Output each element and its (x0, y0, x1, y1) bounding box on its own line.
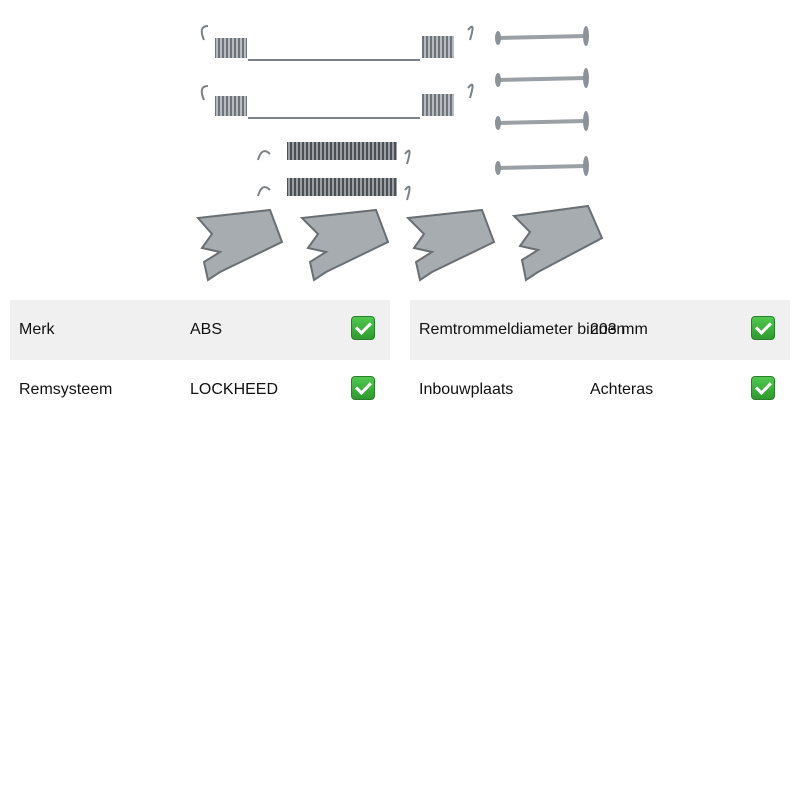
spec-row-remtrommeldiameter: Remtrommeldiameter binnen 203 mm (410, 300, 790, 360)
spec-label: Inbouwplaats (419, 381, 514, 398)
spec-row-remsysteem: Remsysteem LOCKHEED (10, 360, 390, 420)
product-image (190, 10, 610, 290)
spec-row-merk: Merk ABS (10, 300, 390, 360)
spec-label: Remsysteem (19, 381, 113, 398)
check-mark-icon (751, 316, 775, 340)
spec-label: Merk (19, 321, 55, 338)
spec-table-left: Merk ABS Remsysteem LOCKHEED (10, 300, 390, 420)
spec-label: Remtrommeldiameter binnen (419, 321, 626, 338)
brake-shoe-fitting-kit-image (195, 25, 604, 282)
spec-value: LOCKHEED (190, 381, 279, 398)
spec-value: ABS (190, 321, 223, 338)
spec-value: Achteras (590, 381, 654, 398)
check-mark-icon (751, 376, 775, 400)
spec-row-inbouwplaats: Inbouwplaats Achteras (410, 360, 790, 420)
check-mark-icon (351, 316, 375, 340)
check-mark-icon (351, 376, 375, 400)
spec-value: 203 mm (590, 321, 648, 338)
spec-table-right: Remtrommeldiameter binnen 203 mm Inbouwp… (410, 300, 790, 420)
